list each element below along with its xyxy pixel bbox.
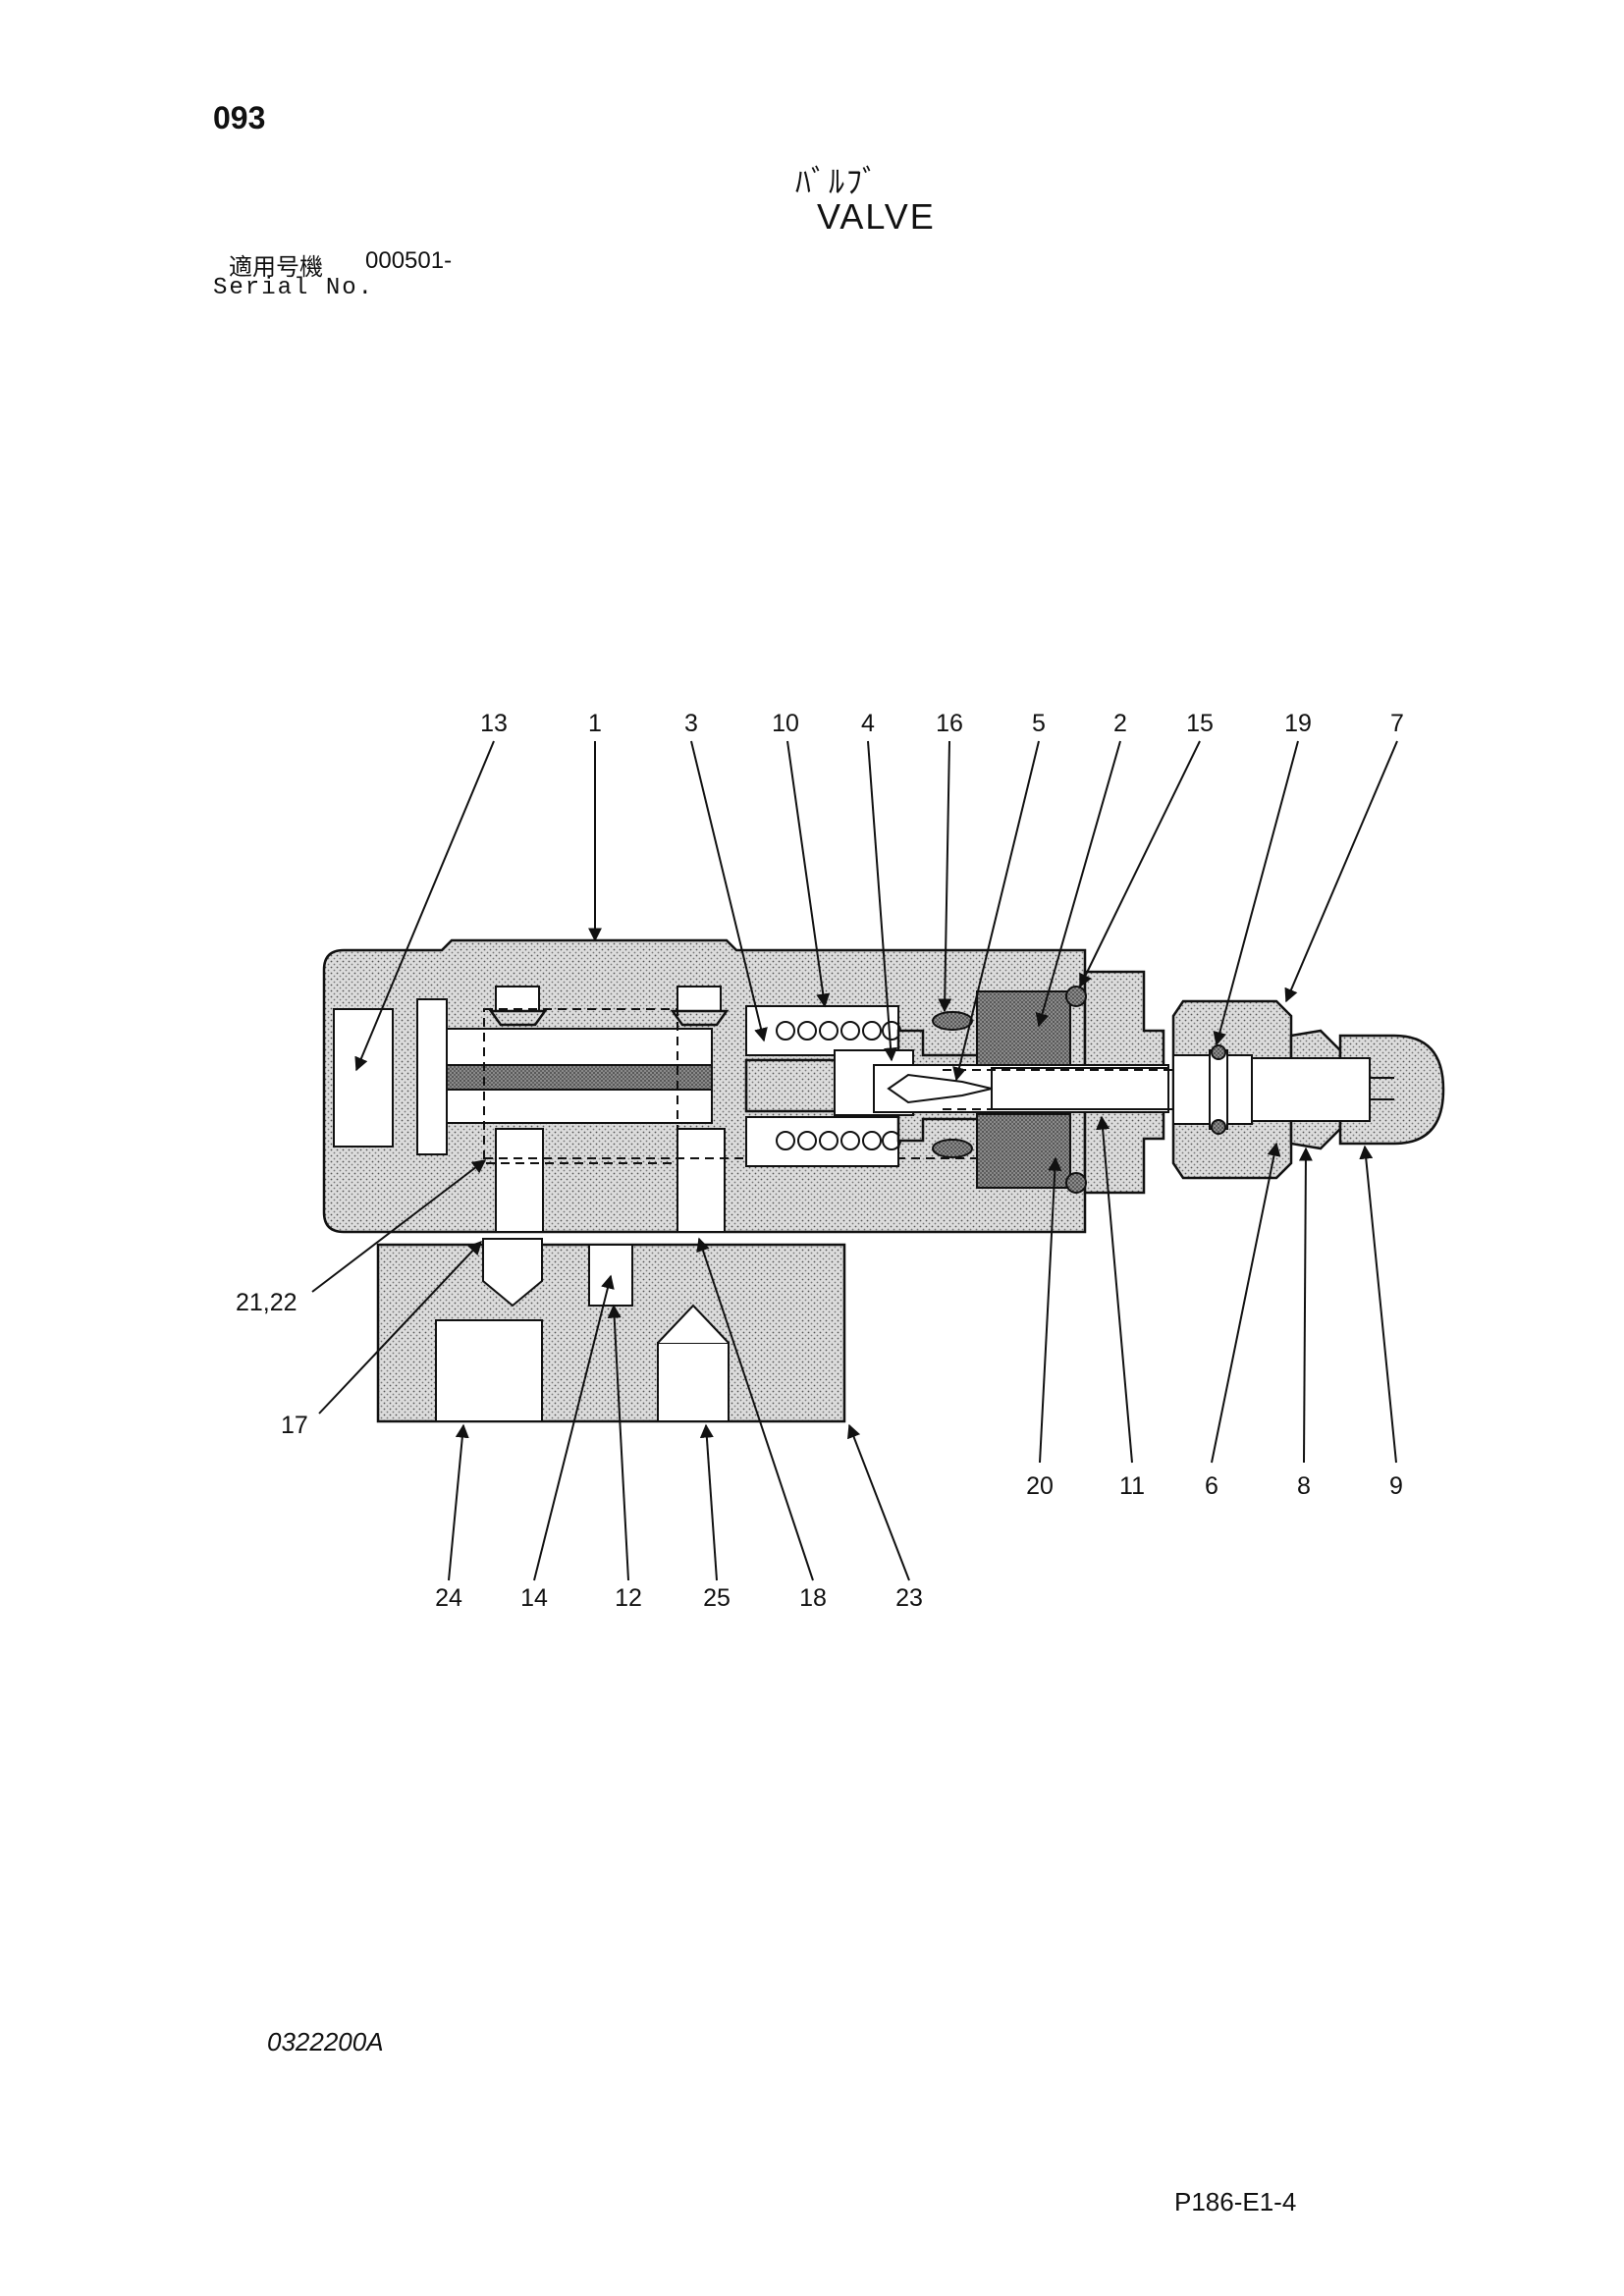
callout-6: 6 <box>1205 1472 1218 1500</box>
callout-23: 23 <box>895 1584 923 1612</box>
callout-15: 15 <box>1186 710 1214 737</box>
callout-3: 3 <box>684 710 698 737</box>
callout-5: 5 <box>1032 710 1046 737</box>
callout-11: 11 <box>1119 1472 1145 1500</box>
callout-9: 9 <box>1389 1472 1403 1500</box>
callout-10: 10 <box>772 710 799 737</box>
serial-number-value: 000501- <box>365 247 453 274</box>
right-bottom-callouts: 20 11 6 8 9 <box>1026 1472 1403 1500</box>
callout-8: 8 <box>1297 1472 1311 1500</box>
callout-1: 1 <box>588 710 602 737</box>
valve-body <box>322 938 1087 1234</box>
callout-14: 14 <box>520 1584 548 1612</box>
callout-4: 4 <box>861 710 875 737</box>
callout-2: 2 <box>1113 710 1127 737</box>
callout-24: 24 <box>435 1584 462 1612</box>
callout-12: 12 <box>615 1584 642 1612</box>
drawing-code: 0322200A <box>267 2027 384 2056</box>
callout-17: 17 <box>281 1412 308 1439</box>
title-english: VALVE <box>817 196 936 237</box>
serial-label-english: Serial No. <box>213 275 375 301</box>
callout-16: 16 <box>936 710 963 737</box>
callout-13: 13 <box>480 710 508 737</box>
adjuster-cap <box>1171 999 1445 1180</box>
callout-20: 20 <box>1026 1472 1054 1500</box>
serial-label-japanese: 適用号機 <box>229 253 323 281</box>
leader-lines <box>311 740 1398 1581</box>
callout-25: 25 <box>703 1584 731 1612</box>
mounting-block <box>376 1238 846 1423</box>
title-japanese: ﾊﾞﾙﾌﾞ <box>795 163 881 200</box>
callout-7: 7 <box>1390 710 1404 737</box>
callout-18: 18 <box>799 1584 827 1612</box>
top-callouts: 13 1 3 10 4 16 5 2 15 19 7 <box>480 710 1404 737</box>
page-number: 093 <box>213 100 266 135</box>
callout-19: 19 <box>1284 710 1312 737</box>
left-callouts: 21,22 17 <box>236 1289 308 1439</box>
callout-21-22: 21,22 <box>236 1289 298 1316</box>
cartridge-assembly <box>873 970 1173 1195</box>
sheet-code: P186-E1-4 <box>1174 2187 1297 2216</box>
bottom-callouts: 24 14 12 25 18 23 <box>435 1584 923 1612</box>
